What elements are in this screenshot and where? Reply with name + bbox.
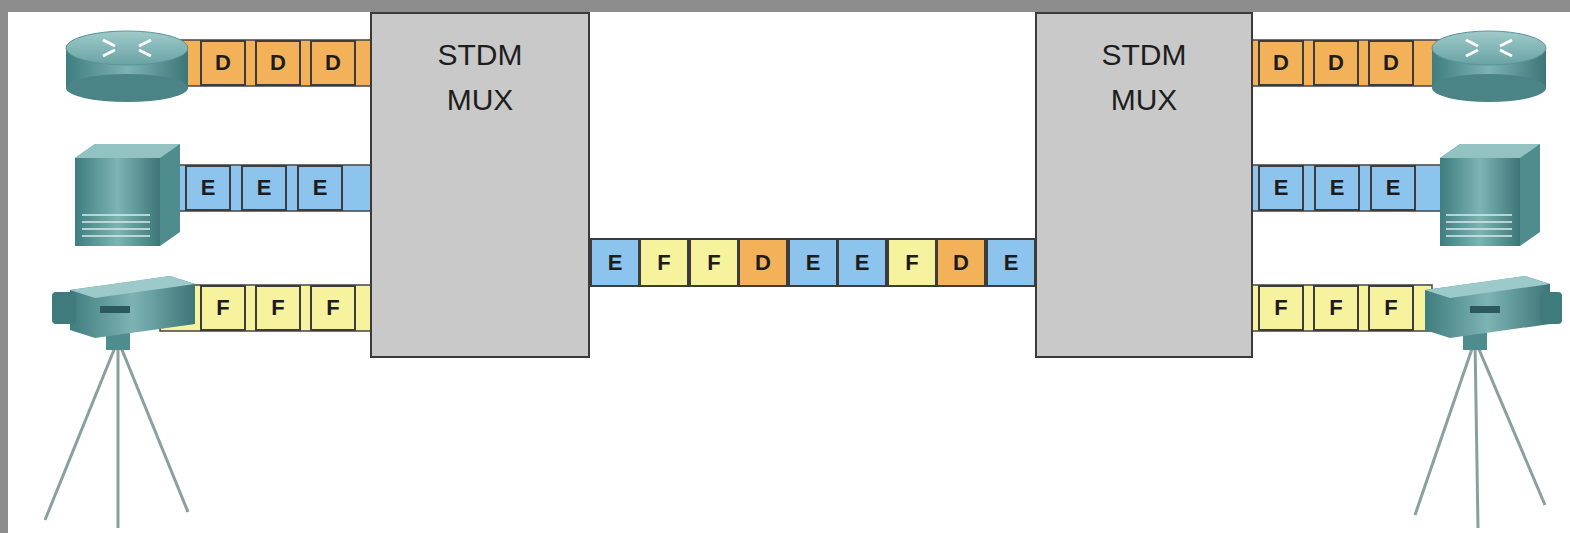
data-slot: F	[1368, 285, 1414, 331]
slot-letter: F	[216, 295, 229, 321]
slot-letter: F	[326, 295, 339, 321]
slot-letter: E	[257, 175, 272, 201]
data-slot: F	[689, 238, 739, 287]
data-slot: E	[1314, 165, 1360, 211]
slot-letter: F	[1384, 295, 1397, 321]
slot-letter: D	[953, 250, 969, 276]
data-slot: E	[241, 165, 287, 211]
slot-letter: E	[806, 250, 821, 276]
data-slot: F	[1258, 285, 1304, 331]
channel-band	[1252, 285, 1432, 331]
data-slot: F	[887, 238, 937, 287]
data-slot: D	[1313, 40, 1359, 86]
server-icon	[1440, 144, 1540, 246]
data-slot: E	[788, 238, 838, 287]
server-icon	[75, 144, 180, 246]
panel	[8, 12, 1570, 533]
data-slot: E	[297, 165, 343, 211]
multiplexer-box: STDM MUX	[1035, 12, 1253, 358]
data-slot: E	[837, 238, 887, 287]
data-slot: E	[185, 165, 231, 211]
slot-letter: E	[1330, 175, 1345, 201]
slot-letter: E	[1004, 250, 1019, 276]
slot-letter: F	[707, 250, 720, 276]
camera-icon	[1415, 276, 1562, 528]
slot-letter: D	[270, 50, 286, 76]
slot-letter: D	[755, 250, 771, 276]
camera-icon	[45, 276, 195, 528]
router-icon	[1432, 31, 1546, 102]
slot-letter: D	[325, 50, 341, 76]
slot-letter: D	[1383, 50, 1399, 76]
multiplexer-box: STDM MUX	[370, 12, 590, 358]
slot-letter: E	[201, 175, 216, 201]
slot-letter: D	[215, 50, 231, 76]
slot-letter: F	[1329, 295, 1342, 321]
slot-letter: E	[608, 250, 623, 276]
slot-letter: D	[1273, 50, 1289, 76]
data-slot: E	[590, 238, 640, 287]
data-slot: D	[738, 238, 788, 287]
data-slot: F	[200, 285, 246, 331]
data-slot: D	[310, 40, 356, 86]
channel-band	[1252, 40, 1442, 86]
data-slot: D	[255, 40, 301, 86]
slot-letter: E	[1274, 175, 1289, 201]
channel-band	[160, 40, 372, 86]
data-slot: E	[986, 238, 1036, 287]
slot-letter: F	[657, 250, 670, 276]
data-slot: D	[1368, 40, 1414, 86]
data-slot: E	[1370, 165, 1416, 211]
data-slot: D	[1258, 40, 1304, 86]
router-icon	[66, 31, 188, 102]
slot-letter: E	[313, 175, 328, 201]
data-slot: F	[310, 285, 356, 331]
slot-letter: F	[905, 250, 918, 276]
slot-letter: E	[1386, 175, 1401, 201]
data-slot: D	[200, 40, 246, 86]
channel-band	[1252, 165, 1442, 211]
data-slot: E	[1258, 165, 1304, 211]
data-slot: F	[639, 238, 689, 287]
data-slot: D	[936, 238, 986, 287]
slot-letter: F	[1274, 295, 1287, 321]
data-slot: F	[255, 285, 301, 331]
data-slot: F	[1313, 285, 1359, 331]
slot-letter: D	[1328, 50, 1344, 76]
channel-band	[172, 165, 372, 211]
slot-letter: E	[855, 250, 870, 276]
device-label: STDM MUX	[1089, 32, 1199, 122]
slot-letter: F	[271, 295, 284, 321]
device-label: STDM MUX	[425, 32, 535, 122]
